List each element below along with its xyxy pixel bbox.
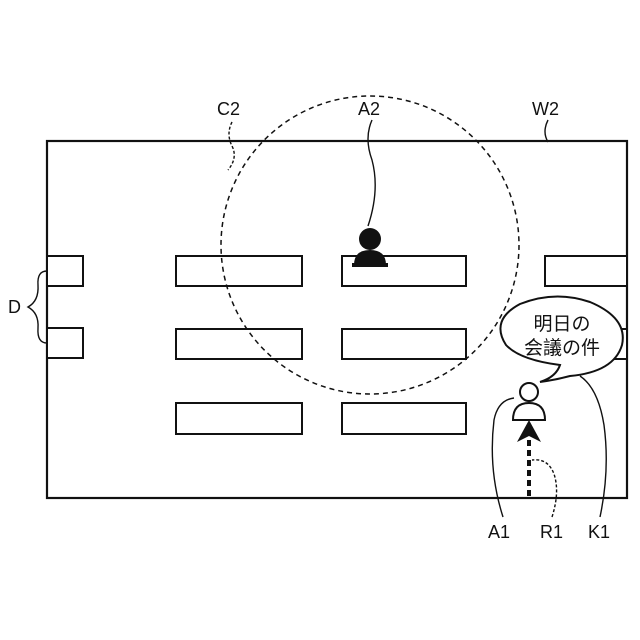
label-k1: K1	[588, 523, 610, 541]
desk-r1-c3	[545, 256, 627, 286]
desk-r3-c2	[342, 403, 466, 434]
label-a2: A2	[358, 100, 380, 118]
label-a1: A1	[488, 523, 510, 541]
leader-c2	[228, 122, 234, 170]
leader-a1	[492, 398, 514, 517]
desk-r2-c1	[176, 329, 302, 359]
desk-r1-c1	[176, 256, 302, 286]
leader-a2	[368, 120, 375, 226]
label-c2: C2	[217, 100, 240, 118]
label-r1: R1	[540, 523, 563, 541]
leader-r1	[532, 460, 557, 517]
movement-arrow-r1	[517, 420, 541, 496]
door-upper	[47, 256, 83, 286]
bracket-d	[28, 271, 47, 343]
leader-k1	[580, 376, 606, 517]
label-d: D	[8, 298, 21, 316]
speech-bubble-text: 明日の 会議の件	[497, 312, 627, 360]
desk-r2-c2	[342, 329, 466, 359]
leader-w2	[545, 120, 548, 142]
label-w2: W2	[532, 100, 559, 118]
door-lower	[47, 328, 83, 358]
person-a1-icon	[513, 383, 545, 420]
speech-line-2: 会議の件	[497, 336, 627, 360]
desk-r3-c1	[176, 403, 302, 434]
person-a2-icon	[352, 228, 388, 267]
speech-line-1: 明日の	[497, 312, 627, 336]
